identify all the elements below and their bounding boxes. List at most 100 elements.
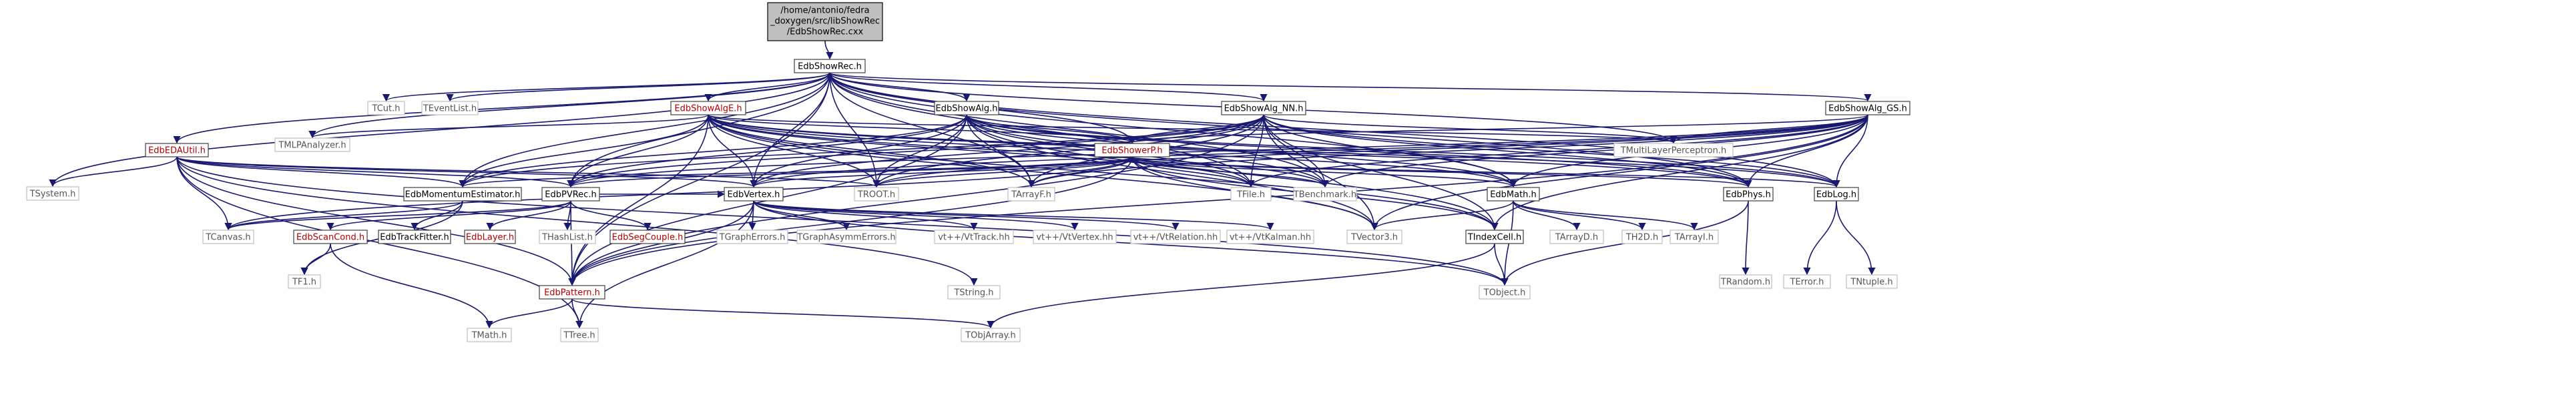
edge-edbmath-to-tarrayi	[1513, 200, 1698, 231]
edge-edbshowalgnn-to-edbpattern	[568, 114, 1264, 286]
node-label-tfile: TFile.h	[1236, 190, 1265, 200]
node-label-edbshowalg: EdbShowAlg.h	[936, 104, 998, 114]
edge-edbshowerp-to-edbpattern	[568, 156, 1133, 286]
edge-edbshowerp-to-tfile	[1131, 156, 1255, 188]
edge-edbshowerp-to-tcanvas	[224, 156, 1133, 231]
node-tsystem: TSystem.h	[26, 186, 79, 201]
edge-edbshowalggs-to-tindexcell	[1491, 114, 1868, 231]
node-box-edbpattern	[539, 285, 605, 300]
node-edbpattern[interactable]: EdbPattern.h	[539, 285, 605, 300]
node-tmath: TMath.h	[467, 328, 512, 342]
edge-showrec-to-edbpattern	[568, 72, 830, 286]
edge-edbscancond-to-tf1	[300, 243, 331, 276]
edge-edblog-to-tntuple	[1836, 200, 1876, 276]
node-edbtrackfitter[interactable]: EdbTrackFitter.h	[378, 230, 451, 244]
node-label-tvector3: TVector3.h	[1350, 233, 1398, 243]
node-label-vrelation: vt++/VtRelation.hh	[1133, 233, 1218, 243]
edge-showrec-to-tbenchmark	[829, 72, 1329, 188]
node-label-troot: TROOT.h	[857, 190, 895, 200]
node-label-edbshowerp: EdbShowerP.h	[1101, 146, 1162, 156]
node-edbshowerp[interactable]: EdbShowerP.h	[1094, 143, 1170, 157]
node-vkalman: vt++/VtKalman.hh	[1226, 230, 1314, 244]
node-box-tarrayf	[1007, 187, 1055, 202]
node-label-tntuple: TNtuple.h	[1850, 278, 1892, 288]
node-box-tfile	[1230, 187, 1272, 202]
edge-edbshowalg-to-edbphys	[966, 114, 1752, 188]
node-edbvertex[interactable]: EdbVertex.h	[724, 187, 784, 202]
node-label-tcut: TCut.h	[372, 104, 401, 114]
node-edbshowalggs[interactable]: EdbShowAlg_GS.h	[1825, 101, 1910, 115]
edge-edbshowalge-to-edblog	[708, 114, 1840, 188]
edge-edbshowerp-to-edbvertex	[750, 156, 1133, 188]
edge-showrec-to-troot	[829, 72, 880, 188]
edge-edbpvrec-to-edblayer	[486, 200, 571, 231]
node-label-edbshowalggs: EdbShowAlg_GS.h	[1828, 104, 1907, 114]
edge-edbmomentum-to-edbtrackfitter	[411, 200, 463, 231]
node-edbscancond[interactable]: EdbScanCond.h	[293, 230, 368, 244]
edge-edbmath-to-tarrayd	[1513, 200, 1581, 231]
node-box-tbenchmark	[1293, 187, 1357, 202]
edge-showrec-to-tmlpanalyzer	[308, 72, 830, 139]
node-box-edblog	[1814, 187, 1859, 202]
node-tarrayi: TArrayI.h	[1669, 230, 1719, 244]
edge-edbpattern-to-ttree	[571, 298, 583, 329]
edge-showrec-to-edbshowalgnn	[829, 72, 1268, 102]
node-label-edbpattern: EdbPattern.h	[544, 288, 600, 298]
node-box-vrelation	[1130, 230, 1221, 244]
edge-root-to-showrec	[824, 40, 834, 60]
edge-edbshowerp-to-tarrayf	[1027, 156, 1133, 188]
node-tobjarray: TObjArray.h	[961, 328, 1021, 342]
node-edblayer[interactable]: EdbLayer.h	[464, 230, 516, 244]
edge-edbshowalggs-to-edbpattern	[568, 114, 1868, 286]
node-edbedautil[interactable]: EdbEDAUtil.h	[145, 143, 209, 157]
node-box-edblayer	[464, 230, 516, 244]
node-edbmomentum[interactable]: EdbMomentumEstimator.h	[403, 187, 522, 202]
node-tobject: TObject.h	[1479, 285, 1531, 300]
node-label-vvertex: vt++/VtVertex.hh	[1036, 233, 1113, 243]
node-tcanvas: TCanvas.h	[202, 230, 254, 244]
node-box-edbtrackfitter	[378, 230, 451, 244]
node-label-edbmomentum: EdbMomentumEstimator.h	[405, 190, 521, 200]
edge-edbshowerp-to-edbpvrec	[567, 156, 1133, 188]
node-edbmath[interactable]: EdbMath.h	[1487, 187, 1540, 202]
edge-edbvertex-to-vkalman	[753, 200, 1274, 231]
node-showrec[interactable]: EdbShowRec.h	[794, 59, 866, 73]
node-label-edblayer: EdbLayer.h	[466, 233, 514, 243]
node-box-tgraphasym	[796, 230, 896, 244]
node-edbshowalg[interactable]: EdbShowAlg.h	[934, 101, 999, 115]
node-label-tmlpanalyzer: TMLPAnalyzer.h	[278, 141, 346, 151]
edge-edbshowalgnn-to-edbpvrec	[567, 114, 1264, 188]
node-edbshowalgnn[interactable]: EdbShowAlg_NN.h	[1221, 101, 1306, 115]
node-box-showrec	[794, 59, 866, 73]
edge-edbedautil-to-troot	[176, 156, 880, 188]
edge-edbshowalg-to-edblog	[966, 114, 1840, 188]
edge-edbedautil-to-tsystem	[49, 156, 178, 187]
dependency-edges	[49, 40, 1876, 329]
node-box-tstring	[947, 285, 1001, 300]
edge-edbshowerp-to-edbmath	[1131, 156, 1517, 188]
edge-edbshowalggs-to-troot	[872, 114, 1868, 188]
node-label-terror: TError.h	[1790, 278, 1824, 288]
node-box-vtrack	[934, 230, 1014, 244]
node-label-tobjarray: TObjArray.h	[965, 331, 1016, 341]
root-label-line-3: /EdbShowRec.cxx	[787, 27, 864, 37]
edge-edblog-to-terror	[1803, 200, 1837, 276]
node-edbphys[interactable]: EdbPhys.h	[1723, 187, 1774, 202]
edge-showrec-to-tsystem	[49, 72, 830, 187]
node-label-edbpvrec: EdbPVRec.h	[545, 190, 596, 200]
node-edbpvrec[interactable]: EdbPVRec.h	[541, 187, 600, 202]
edge-edbvertex-to-vtrack	[753, 200, 978, 231]
node-trandom: TRandom.h	[1719, 274, 1772, 289]
node-tindexcell[interactable]: TIndexCell.h	[1465, 230, 1524, 244]
node-edblog[interactable]: EdbLog.h	[1814, 187, 1859, 202]
edge-edbshowalggs-to-tvector3	[1370, 114, 1868, 231]
node-box-vkalman	[1226, 230, 1314, 244]
node-label-edbtrackfitter: EdbTrackFitter.h	[380, 233, 449, 243]
node-box-tcut	[367, 101, 405, 115]
node-edbsegcouple[interactable]: EdbSegCouple.h	[609, 230, 686, 244]
node-edbshowalge[interactable]: EdbShowAlgE.h	[670, 101, 746, 115]
node-troot: TROOT.h	[854, 187, 899, 202]
edge-edbshowalge-to-tindexcell	[708, 114, 1499, 231]
edge-edbshowalg-to-tvector3	[966, 114, 1378, 231]
edge-edbshowalggs-to-edblog	[1832, 114, 1868, 188]
